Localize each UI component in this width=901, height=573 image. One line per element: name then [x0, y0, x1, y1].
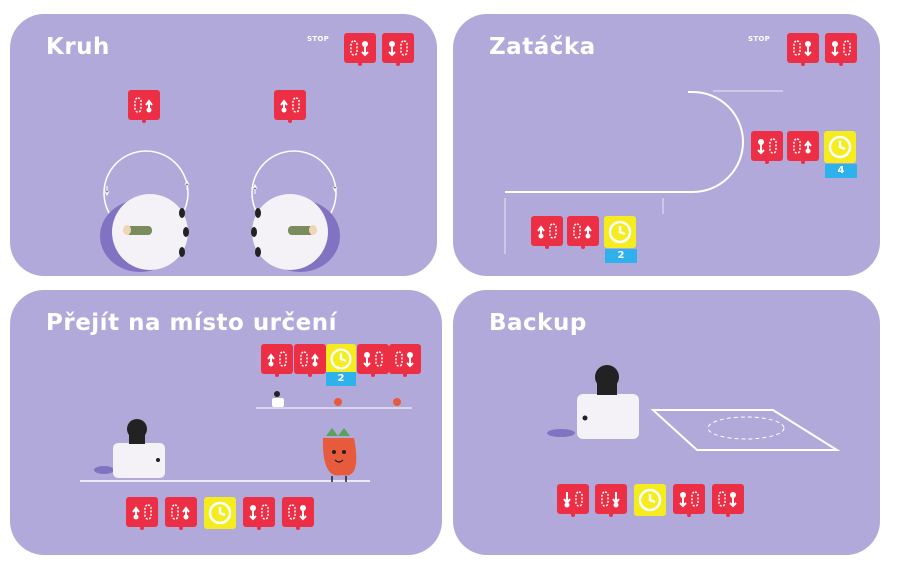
spin-right-block[interactable]: [567, 216, 599, 249]
panel-kruh: Kruh STOP: [10, 14, 437, 276]
spin-right-block[interactable]: [128, 90, 160, 123]
timer-block[interactable]: [634, 484, 666, 516]
stop-block-left[interactable]: [787, 33, 819, 66]
stop-block[interactable]: [751, 131, 783, 164]
stop-block[interactable]: [712, 484, 744, 517]
stop-block[interactable]: [673, 484, 705, 517]
spin-right-block[interactable]: [787, 131, 819, 164]
timer-icon: [204, 497, 236, 529]
stop-block-right[interactable]: [825, 33, 857, 66]
stop-block-right[interactable]: [382, 33, 414, 66]
stop-block[interactable]: [243, 497, 275, 530]
backup-scene: [547, 365, 841, 451]
forward-block[interactable]: [261, 344, 293, 377]
forward-block[interactable]: [531, 216, 563, 249]
timer-value: 4: [825, 164, 857, 178]
prejit-scene: [80, 391, 412, 482]
timer-value: 2: [326, 372, 356, 386]
backward-block[interactable]: [557, 484, 589, 517]
kruh-scene: [100, 150, 340, 272]
backward-block[interactable]: [595, 484, 627, 517]
panel-prejit: Přejít na místo určení 2: [10, 290, 442, 555]
spin-right-block[interactable]: [294, 344, 326, 377]
stop-block[interactable]: [389, 344, 421, 377]
panel-title: Kruh: [46, 34, 110, 60]
stop-label: STOP: [748, 35, 771, 43]
timer-icon: [326, 344, 356, 374]
spin-right-block[interactable]: [165, 497, 197, 530]
timer-block[interactable]: [326, 344, 356, 374]
robot: [113, 443, 165, 478]
timer-icon: [824, 131, 856, 163]
strawberry: [322, 438, 357, 476]
timer-icon: [634, 484, 666, 516]
stop-block-left[interactable]: [344, 33, 376, 66]
timer-block[interactable]: [204, 497, 236, 529]
panel-title: Backup: [489, 310, 587, 336]
timer-icon: [604, 216, 636, 248]
zatacka-path: [504, 90, 783, 254]
forward-block[interactable]: [126, 497, 158, 530]
stop-label: STOP: [307, 35, 330, 43]
timer-block[interactable]: [824, 131, 856, 163]
spin-left-block[interactable]: [274, 90, 306, 123]
panel-zatacka: Zatáčka STOP 4 2: [453, 14, 880, 276]
panel-title: Přejít na místo určení: [46, 310, 338, 336]
panel-title: Zatáčka: [489, 34, 596, 60]
robot: [577, 394, 639, 439]
timer-block[interactable]: [604, 216, 636, 248]
stop-block[interactable]: [282, 497, 314, 530]
timer-value: 2: [605, 249, 637, 263]
panel-backup: Backup: [453, 290, 880, 555]
stop-block[interactable]: [357, 344, 389, 377]
